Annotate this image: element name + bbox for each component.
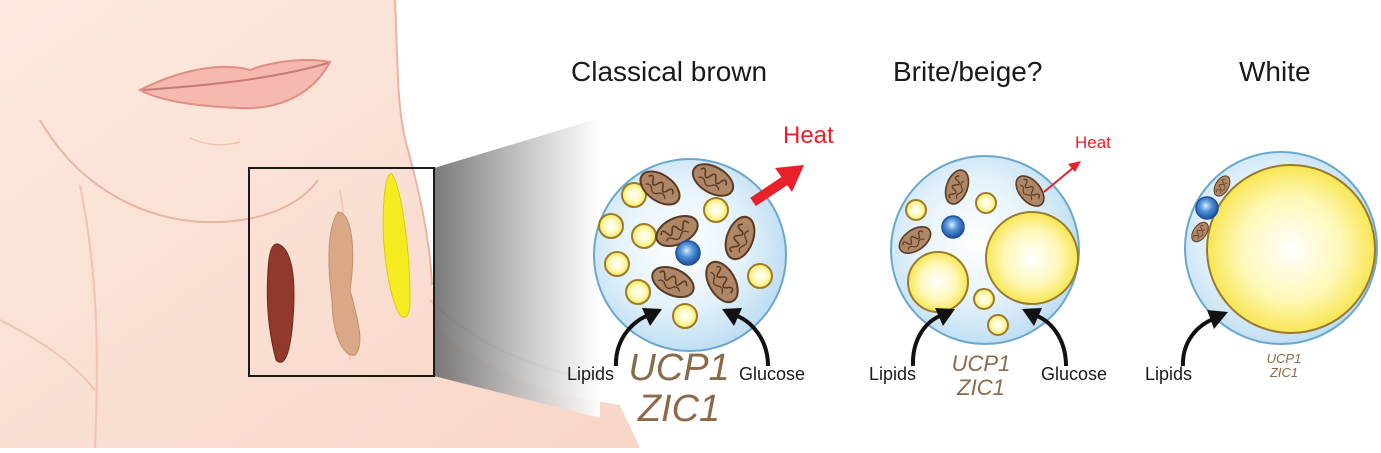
lipid-droplet xyxy=(672,303,698,329)
large-lipid-droplet xyxy=(985,211,1079,305)
white-title: White xyxy=(1239,56,1311,87)
arrowhead xyxy=(1022,308,1042,326)
beige-lipids-label: Lipids xyxy=(869,364,917,384)
medium-lipid-droplet xyxy=(907,251,969,313)
beige-glucose-label: Glucose xyxy=(1041,364,1108,384)
arrowhead xyxy=(1207,310,1228,329)
lipid-droplet xyxy=(905,199,927,221)
lipid-droplet xyxy=(747,263,773,289)
zoom-wedge xyxy=(434,118,600,418)
beige-fat-depot xyxy=(328,211,361,356)
lipid-droplet xyxy=(631,223,657,249)
classical-brown-cell xyxy=(593,156,804,367)
lipid-droplet xyxy=(703,197,729,223)
beige-heat-label: Heat xyxy=(1075,133,1111,152)
brown-fat-depot xyxy=(266,243,295,363)
lip-line xyxy=(142,62,329,91)
white-nucleus xyxy=(1195,196,1219,220)
white-lipids-label: Lipids xyxy=(1145,364,1193,384)
lipid-droplet xyxy=(625,279,651,305)
white-zic1-label: ZIC1 xyxy=(1269,365,1299,381)
brown-lipids-label: Lipids xyxy=(567,364,615,384)
brown-glucose-label: Glucose xyxy=(739,364,806,384)
lipid-droplet xyxy=(598,213,624,239)
face-outline xyxy=(394,0,433,286)
brown-heat-arrow xyxy=(750,165,804,207)
lipid-droplet xyxy=(973,288,995,310)
brown-zic1-label: ZIC1 xyxy=(637,388,721,431)
white-gene-labels: UCP1 ZIC1 xyxy=(1254,351,1314,381)
inset-box xyxy=(248,167,435,377)
beige-nucleus xyxy=(941,215,965,239)
white-lipid-droplet xyxy=(1206,164,1376,334)
beige-gene-labels: UCP1 ZIC1 xyxy=(941,352,1021,400)
classical-brown-title: Classical brown xyxy=(571,56,768,87)
beige-ucp1-label: UCP1 xyxy=(951,351,1011,376)
brown-gene-labels: UCP1 ZIC1 xyxy=(623,347,735,431)
arrowhead xyxy=(935,308,955,326)
shoulder-line xyxy=(0,319,96,391)
chin-line xyxy=(189,137,241,146)
lipid-droplet xyxy=(604,251,630,277)
white-lipids-arrow xyxy=(1180,316,1217,367)
fat-depots xyxy=(266,173,411,363)
neck-line xyxy=(79,184,98,449)
lipid-droplet xyxy=(987,314,1009,336)
arrowhead xyxy=(722,308,742,326)
lipid-droplet xyxy=(621,182,647,208)
brown-lipid-droplets xyxy=(598,182,773,329)
beige-zic1-label: ZIC1 xyxy=(957,374,1005,400)
beige-heat-arrow xyxy=(1043,161,1081,193)
white-fat-depot xyxy=(382,173,411,318)
brown-ucp1-label: UCP1 xyxy=(628,347,730,389)
lips xyxy=(137,59,332,110)
brite-beige-title: Brite/beige? xyxy=(893,56,1043,87)
brown-heat-label: Heat xyxy=(783,122,834,149)
arrowhead xyxy=(642,308,662,326)
skin-area xyxy=(0,0,640,448)
brown-nucleus xyxy=(675,240,701,266)
white-cell xyxy=(1180,151,1378,367)
white-ucp1-label: UCP1 xyxy=(1266,351,1302,366)
jaw-line xyxy=(39,119,319,224)
brite-beige-cell xyxy=(890,155,1081,367)
lipid-droplet xyxy=(975,192,997,214)
